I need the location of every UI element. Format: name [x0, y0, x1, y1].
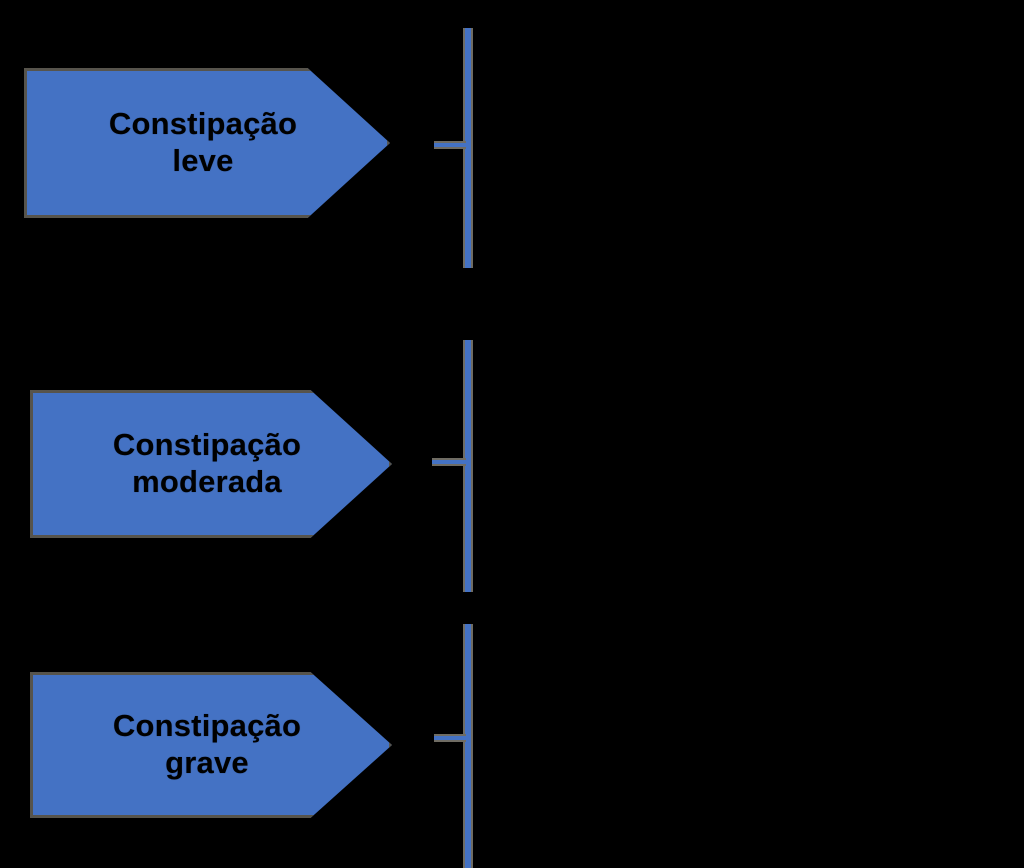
severity-label-leve-line2: leve	[172, 143, 234, 178]
bracket-connector-stub-moderada	[432, 458, 466, 466]
severity-label-moderada-line1: Constipação	[112, 427, 302, 463]
severity-label-grave: Constipação grave	[107, 708, 315, 781]
severity-label-moderada: Constipação moderada	[107, 427, 315, 500]
severity-label-leve: Constipação leve	[103, 106, 311, 179]
bracket-vertical-bar-moderada	[463, 340, 473, 592]
severity-shape-moderada[interactable]: Constipação moderada	[30, 390, 392, 538]
bracket-grave	[434, 624, 477, 868]
severity-label-grave-line2: grave	[165, 745, 249, 780]
bracket-leve	[434, 28, 477, 268]
severity-label-moderada-line2: moderada	[132, 464, 282, 499]
bracket-vertical-bar-grave	[463, 624, 473, 868]
bracket-connector-stub-grave	[434, 734, 466, 742]
arrow-shape-fill-grave	[30, 672, 392, 818]
severity-shape-leve[interactable]: Constipação leve	[24, 68, 390, 218]
severity-shape-grave[interactable]: Constipação grave	[30, 672, 392, 818]
severity-label-leve-line1: Constipação	[108, 106, 298, 142]
bracket-moderada	[432, 340, 477, 592]
arrow-shape-fill-leve	[24, 68, 390, 218]
arrow-shape-fill-moderada	[30, 390, 392, 538]
bracket-connector-stub-leve	[434, 141, 466, 149]
severity-label-grave-line1: Constipação	[112, 708, 302, 744]
